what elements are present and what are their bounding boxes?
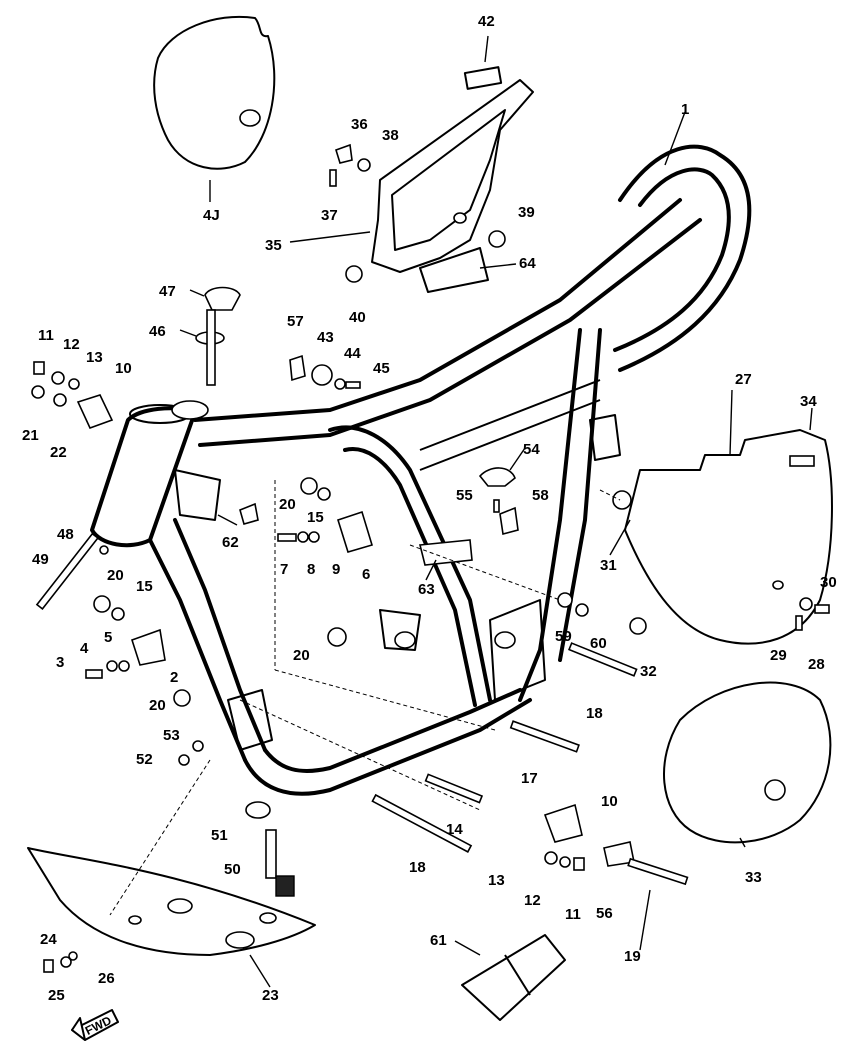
callout-55: 55 <box>456 487 473 504</box>
callout-20-lower: 20 <box>293 647 310 664</box>
callout-44: 44 <box>344 345 361 362</box>
callout-11-left: 11 <box>38 327 54 344</box>
callout-11-right: 11 <box>565 906 581 923</box>
callout-40: 40 <box>349 309 366 326</box>
callout-9: 9 <box>332 561 340 578</box>
callout-15-center: 15 <box>307 509 324 526</box>
callout-23: 23 <box>262 987 279 1004</box>
callout-18-lower: 18 <box>409 859 426 876</box>
main-frame <box>90 144 752 796</box>
callout-47: 47 <box>159 283 176 300</box>
callout-13-right: 13 <box>488 872 505 889</box>
callout-61: 61 <box>430 932 447 949</box>
callout-62: 62 <box>222 534 239 551</box>
callout-7: 7 <box>280 561 288 578</box>
assembly-lines <box>109 480 621 916</box>
callout-60: 60 <box>590 635 607 652</box>
callout-numbers: 1 2 3 4 5 6 7 8 9 10 10 11 11 12 12 13 1… <box>22 13 837 1004</box>
callout-29: 29 <box>770 647 787 664</box>
callout-56: 56 <box>596 905 613 922</box>
callout-43: 43 <box>317 329 334 346</box>
callout-46: 46 <box>149 323 166 340</box>
callout-6: 6 <box>362 566 370 583</box>
callout-54: 54 <box>523 441 540 458</box>
side-cover-33 <box>663 681 832 844</box>
callout-20-left: 20 <box>107 567 124 584</box>
callout-15-left: 15 <box>136 578 153 595</box>
callout-10-left: 10 <box>115 360 132 377</box>
callout-26: 26 <box>98 970 115 987</box>
callout-28: 28 <box>808 656 825 673</box>
callout-50: 50 <box>224 861 241 878</box>
callout-42: 42 <box>478 13 495 30</box>
callout-27: 27 <box>735 371 752 388</box>
callout-14: 14 <box>446 821 463 838</box>
callout-59: 59 <box>555 628 572 645</box>
callout-2: 2 <box>170 669 178 686</box>
callout-4: 4 <box>80 640 89 657</box>
hardware <box>31 143 830 973</box>
pad-64 <box>419 247 489 293</box>
callout-12-left: 12 <box>63 336 80 353</box>
fwd-arrow: FWD <box>71 1009 119 1041</box>
callout-13-left: 13 <box>86 349 103 366</box>
callout-38: 38 <box>382 127 399 144</box>
callout-20-center: 20 <box>279 496 296 513</box>
callout-58: 58 <box>532 487 549 504</box>
callout-39: 39 <box>518 204 535 221</box>
leader-lines <box>179 35 813 988</box>
callout-1: 1 <box>681 101 689 118</box>
callout-17: 17 <box>521 770 538 787</box>
callout-5: 5 <box>104 629 112 646</box>
callout-31: 31 <box>600 557 617 574</box>
callout-18-right: 18 <box>586 705 603 722</box>
callout-12-right: 12 <box>524 892 541 909</box>
callout-63: 63 <box>418 581 435 598</box>
callout-36: 36 <box>351 116 368 133</box>
callout-45: 45 <box>373 360 390 377</box>
callout-53: 53 <box>163 727 180 744</box>
side-cover-27 <box>624 429 833 645</box>
callout-34: 34 <box>800 393 817 410</box>
callout-41: 4J <box>203 207 220 224</box>
callout-25: 25 <box>48 987 65 1004</box>
callout-52: 52 <box>136 751 153 768</box>
callout-35: 35 <box>265 237 282 254</box>
callout-57: 57 <box>287 313 304 330</box>
callout-22: 22 <box>50 444 67 461</box>
callout-33: 33 <box>745 869 762 886</box>
callout-64: 64 <box>519 255 536 272</box>
callout-19: 19 <box>624 948 641 965</box>
callout-24: 24 <box>40 931 57 948</box>
callout-21: 21 <box>22 427 39 444</box>
callout-3: 3 <box>56 654 64 671</box>
callout-8: 8 <box>307 561 315 578</box>
callout-49: 49 <box>32 551 49 568</box>
callout-51: 51 <box>211 827 228 844</box>
side-cover-41 <box>153 15 276 170</box>
skid-plate-23 <box>27 847 316 956</box>
tool-bag-61 <box>461 934 566 1021</box>
callout-32: 32 <box>640 663 657 680</box>
callout-30: 30 <box>820 574 837 591</box>
callout-10-right: 10 <box>601 793 618 810</box>
rear-bracket-35 <box>371 66 534 273</box>
callout-48: 48 <box>57 526 74 543</box>
callout-20-bottom: 20 <box>149 697 166 714</box>
callout-37: 37 <box>321 207 338 224</box>
